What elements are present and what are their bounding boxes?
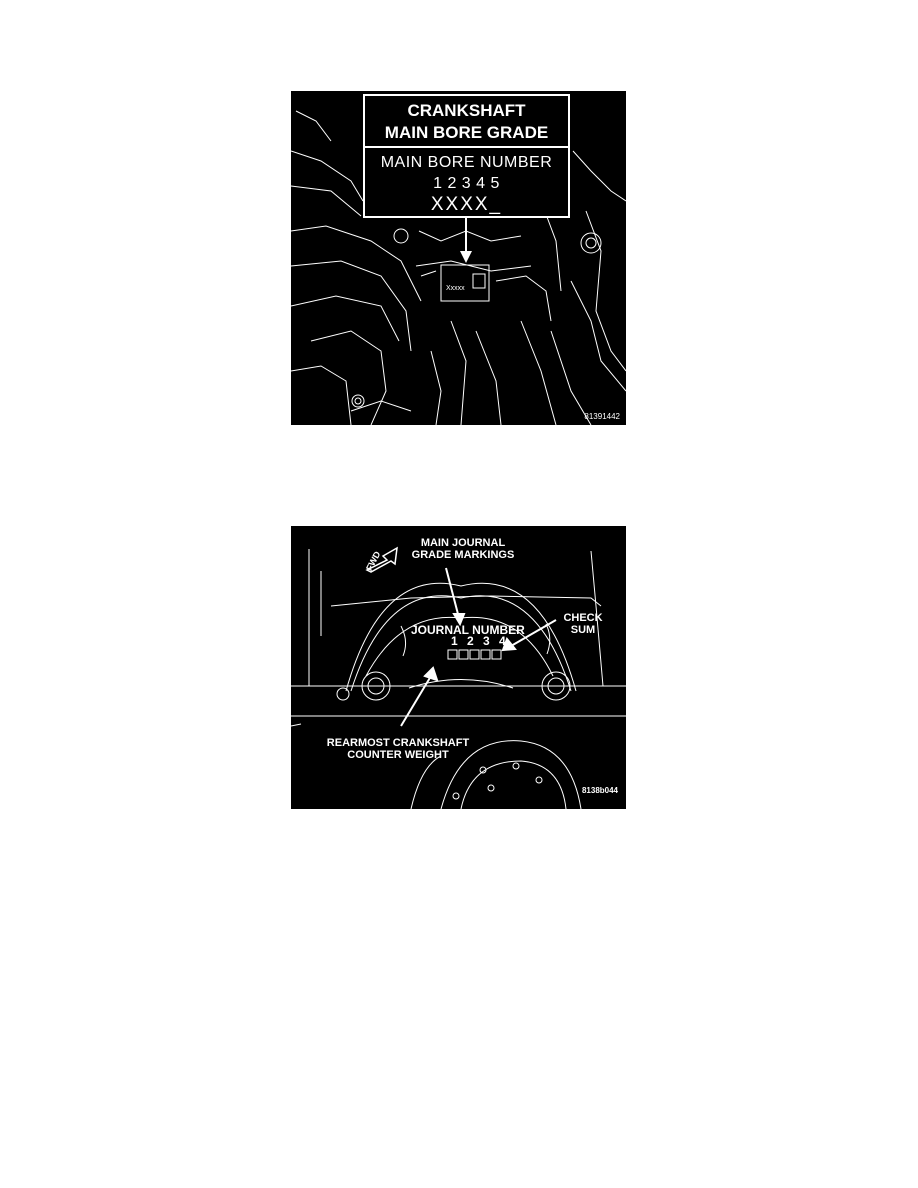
figure-id: 8138b044 bbox=[581, 786, 618, 795]
main-journal-label-line2: GRADE MARKINGS bbox=[411, 549, 515, 561]
callout-title-line1: CRANKSHAFT bbox=[407, 101, 526, 120]
main-bore-grade-figure: CRANKSHAFT MAIN BORE GRADE MAIN BORE NUM… bbox=[291, 91, 626, 425]
grade-tag-text: Xxxxx bbox=[446, 285, 465, 292]
main-journal-grade-figure: FWD MAIN JOURNAL GRADE MARKINGS CHECK SU… bbox=[291, 526, 626, 809]
engine-block-line-art bbox=[291, 110, 626, 425]
counterweight-label-line2: COUNTER WEIGHT bbox=[347, 749, 449, 761]
rearmost-counterweight-label: REARMOST CRANKSHAFT COUNTER WEIGHT bbox=[313, 737, 483, 761]
main-journal-grade-markings-label: MAIN JOURNAL GRADE MARKINGS bbox=[403, 537, 523, 561]
crankshaft-line-art bbox=[291, 546, 626, 809]
journal-number-label: JOURNAL NUMBER bbox=[411, 623, 525, 637]
check-sum-label: CHECK SUM bbox=[553, 612, 613, 636]
callout-body: MAIN BORE NUMBER 1 2 3 4 5 XXXX_ bbox=[365, 148, 568, 215]
counterweight-label-line1: REARMOST CRANKSHAFT bbox=[326, 737, 470, 749]
main-journal-label-line1: MAIN JOURNAL bbox=[420, 537, 506, 549]
journal-digits: 1 2 3 4 bbox=[451, 634, 509, 648]
callout-title-line2: MAIN BORE GRADE bbox=[384, 123, 549, 142]
check-sum-label-line2: SUM bbox=[570, 624, 596, 636]
check-sum-label-line1: CHECK bbox=[563, 612, 603, 624]
figure-id: 81391442 bbox=[584, 412, 620, 421]
bore-grades: XXXX_ bbox=[430, 194, 503, 215]
main-bore-grade-callout: CRANKSHAFT MAIN BORE GRADE MAIN BORE NUM… bbox=[363, 94, 570, 218]
bore-numbers: 1 2 3 4 5 bbox=[433, 175, 500, 192]
main-bore-number-label: MAIN BORE NUMBER bbox=[380, 154, 553, 171]
callout-title: CRANKSHAFT MAIN BORE GRADE bbox=[365, 96, 568, 148]
